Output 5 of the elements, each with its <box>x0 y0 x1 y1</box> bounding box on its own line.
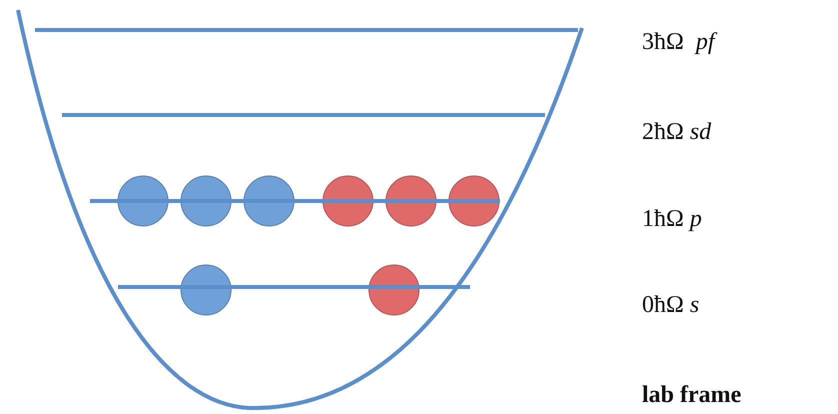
energy-level-label: 3ħΩ pf <box>642 30 715 54</box>
energy-level-label: 0ħΩ s <box>642 293 700 317</box>
frame-label: lab frame <box>642 383 742 407</box>
energy-level-label: 2ħΩ sd <box>642 120 712 144</box>
energy-level-label: 1ħΩ p <box>642 207 702 231</box>
